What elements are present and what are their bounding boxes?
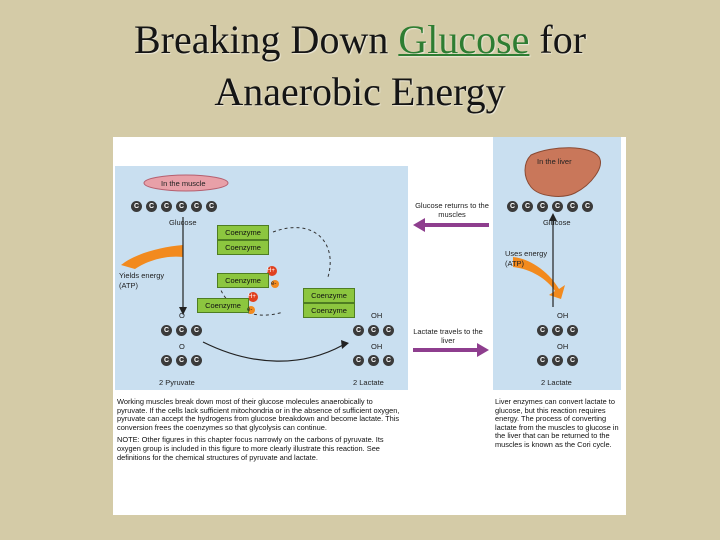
liver-lactate-chain: C C C xyxy=(537,355,578,366)
carbon-atom: C xyxy=(368,325,379,336)
carbon-atom: C xyxy=(552,355,563,366)
carbon-atom: C xyxy=(206,201,217,212)
electron-burst-icon xyxy=(271,280,279,288)
lactate-chain: C C C xyxy=(353,325,394,336)
carbon-atom: C xyxy=(383,355,394,366)
oxygen-label: O xyxy=(179,342,185,351)
carbon-atom: C xyxy=(176,355,187,366)
muscle-caption: Working muscles break down most of their… xyxy=(117,397,405,466)
carbon-atom: C xyxy=(567,201,578,212)
liver-glucose-chain: C C C C C C xyxy=(507,201,593,212)
glucose-label: Glucose xyxy=(169,218,197,227)
liver-lactate-chain: C C C xyxy=(537,325,578,336)
liver-hydroxyl-label: OH xyxy=(557,311,569,320)
coenzyme-box: Coenzyme xyxy=(217,273,269,288)
coenzyme-box: Coenzyme xyxy=(217,240,269,255)
pyruvate-chain: C C C xyxy=(161,325,202,336)
carbon-atom: C xyxy=(567,325,578,336)
carbon-atom: C xyxy=(552,201,563,212)
note-caption-paragraph: NOTE: Other figures in this chapter focu… xyxy=(117,435,384,462)
carbon-atom: C xyxy=(552,325,563,336)
carbon-atom: C xyxy=(537,355,548,366)
carbon-atom: C xyxy=(567,355,578,366)
carbon-atom: C xyxy=(131,201,142,212)
yields-atp-label: (ATP) xyxy=(119,281,139,290)
carbon-atom: C xyxy=(161,325,172,336)
coenzyme-cycle-arrow xyxy=(272,227,331,278)
liver-lactate-label: 2 Lactate xyxy=(541,378,572,387)
title-part1: Breaking Down xyxy=(133,17,399,62)
uses-atp-label: (ATP) xyxy=(505,259,525,268)
h-plus-label: H+ xyxy=(267,268,275,274)
h-plus-label: H+ xyxy=(248,294,256,300)
pyruvate-to-lactate-arrow xyxy=(202,341,344,362)
carbon-atom: C xyxy=(191,325,202,336)
coenzyme-box: Coenzyme xyxy=(303,288,355,303)
carbon-atom: C xyxy=(191,201,202,212)
liver-glucose-label: Glucose xyxy=(543,218,571,227)
lactate-label: 2 Lactate xyxy=(353,378,384,387)
glucose-chain: C C C C C C xyxy=(131,201,217,212)
uses-energy-label: Uses energy xyxy=(505,249,548,258)
electron-label: e- xyxy=(247,307,253,313)
glucose-return-arrow xyxy=(413,218,425,232)
coenzyme-box: Coenzyme xyxy=(197,298,249,313)
electron-label: e- xyxy=(271,281,277,287)
cori-cycle-figure: In the muscle C C C C C C Glucose Coenzy… xyxy=(113,137,626,515)
yields-energy-label: Yields energy xyxy=(119,271,165,280)
title-part2: for xyxy=(529,17,587,62)
carbon-atom: C xyxy=(522,201,533,212)
lactate-chain: C C C xyxy=(353,355,394,366)
coenzyme-box: Coenzyme xyxy=(217,225,269,240)
oxygen-label: O xyxy=(179,311,185,320)
slide-title: Breaking Down Glucose for Anaerobic Ener… xyxy=(0,14,720,118)
muscle-caption-paragraph: Working muscles break down most of their… xyxy=(117,397,400,432)
liver-caption: Liver enzymes can convert lactate to glu… xyxy=(495,397,619,449)
carbon-atom: C xyxy=(537,201,548,212)
carbon-atom: C xyxy=(507,201,518,212)
carbon-atom: C xyxy=(582,201,593,212)
yields-energy-arrow xyxy=(121,245,183,269)
carbon-atom: C xyxy=(146,201,157,212)
uses-energy-arrow xyxy=(513,257,565,299)
title-keyword-link[interactable]: Glucose xyxy=(398,17,530,62)
title-line2: Anaerobic Energy xyxy=(214,69,506,114)
electron-burst-icon xyxy=(247,306,255,314)
liver-label: In the liver xyxy=(537,157,572,166)
carbon-atom: C xyxy=(176,325,187,336)
muscle-label: In the muscle xyxy=(161,179,206,188)
hydroxyl-label: OH xyxy=(371,311,383,320)
carbon-atom: C xyxy=(353,325,364,336)
hydrogen-burst-icon xyxy=(267,266,277,276)
diagram-arrows xyxy=(121,147,601,362)
pyruvate-label: 2 Pyruvate xyxy=(159,378,195,387)
liver-hydroxyl-label: OH xyxy=(557,342,569,351)
hydrogen-burst-icon xyxy=(248,292,258,302)
muscle-tissue-icon xyxy=(143,174,229,192)
carbon-atom: C xyxy=(368,355,379,366)
carbon-atom: C xyxy=(537,325,548,336)
hydroxyl-label: OH xyxy=(371,342,383,351)
lactate-travel-arrow xyxy=(477,343,489,357)
carbon-atom: C xyxy=(353,355,364,366)
carbon-atom: C xyxy=(161,201,172,212)
pyruvate-chain: C C C xyxy=(161,355,202,366)
carbon-atom: C xyxy=(383,325,394,336)
carbon-atom: C xyxy=(161,355,172,366)
carbon-atom: C xyxy=(176,201,187,212)
coenzyme-box: Coenzyme xyxy=(303,303,355,318)
glucose-returns-label: Glucose returns to the muscles xyxy=(415,201,489,219)
carbon-atom: C xyxy=(191,355,202,366)
lactate-travels-label: Lactate travels to the liver xyxy=(413,327,483,345)
liver-organ-icon xyxy=(524,147,601,197)
